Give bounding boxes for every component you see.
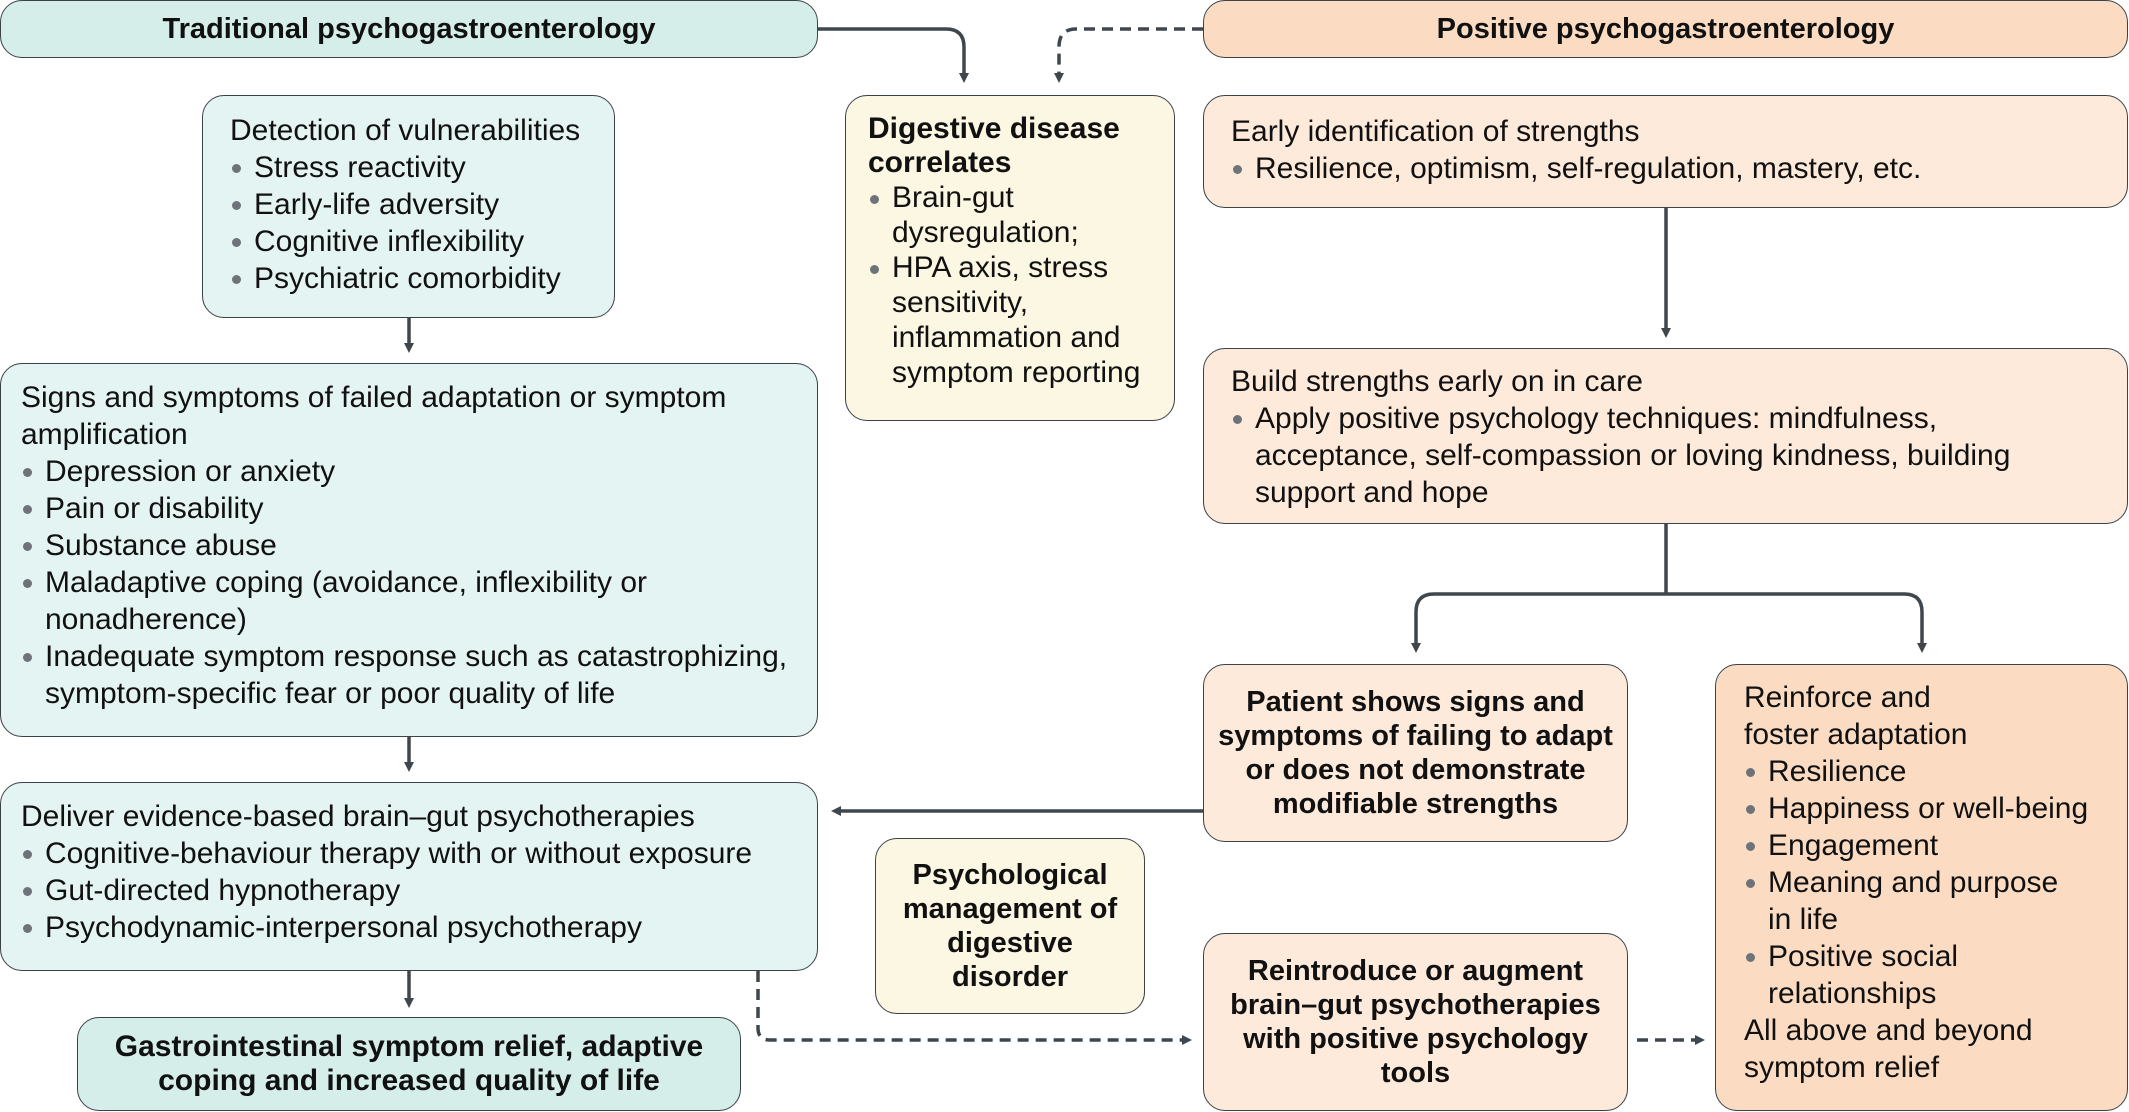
early-identification-title: Early identification of strengths [1231, 115, 1640, 148]
patient-failing-box: Patient shows signs and symptoms of fail… [1203, 664, 1628, 842]
list-item: Resilience [1744, 753, 2099, 790]
psych-management-box: Psychological management of digestive di… [875, 838, 1145, 1014]
arrow-build-to-reinforce [1666, 592, 1927, 653]
gi-relief-text: Gastrointestinal symptom relief, adaptiv… [114, 1030, 704, 1097]
arrow-traditional-to-digestive [818, 27, 969, 83]
arrow-positive-to-digestive [1054, 27, 1203, 83]
list-item: Gut-directed hypnotherapy [21, 872, 797, 909]
gi-relief-box: Gastrointestinal symptom relief, adaptiv… [77, 1017, 741, 1111]
positive-header: Positive psychogastroenterology [1203, 0, 2128, 58]
reintroduce-box: Reintroduce or augment brain–gut psychot… [1203, 933, 1628, 1111]
list-item: Substance abuse [21, 527, 797, 564]
list-item: Early-life adversity [230, 186, 587, 223]
list-item: Maladaptive coping (avoidance, inflexibi… [21, 564, 797, 638]
list-item: Cognitive-behaviour therapy with or with… [21, 835, 797, 872]
list-item: Stress reactivity [230, 149, 587, 186]
traditional-header: Traditional psychogastroenterology [0, 0, 818, 58]
reinforce-box: Reinforce and foster adaptation Resilien… [1715, 664, 2128, 1111]
patient-failing-text: Patient shows signs and symptoms of fail… [1218, 686, 1613, 820]
list-item: Psychiatric comorbidity [230, 260, 587, 297]
build-strengths-box: Build strengths early on in care Apply p… [1203, 348, 2128, 524]
early-identification-box: Early identification of strengths Resili… [1203, 95, 2128, 208]
deliver-list: Cognitive-behaviour therapy with or with… [21, 835, 797, 946]
digestive-title: Digestive disease correlates [868, 112, 1120, 179]
list-item: Happiness or well-being [1744, 790, 2099, 827]
detection-title: Detection of vulnerabilities [230, 114, 581, 147]
digestive-list: Brain-gut dysregulation; HPA axis, stres… [868, 180, 1152, 390]
list-item: Positive social relationships [1744, 938, 2099, 1012]
deliver-title: Deliver evidence-based brain–gut psychot… [21, 800, 695, 833]
list-item: Depression or anxiety [21, 453, 797, 490]
reinforce-footer: All above and beyond symptom relief [1744, 1014, 2033, 1084]
list-item: Apply positive psychology techniques: mi… [1231, 400, 2067, 511]
traditional-header-label: Traditional psychogastroenterology [162, 12, 656, 45]
list-item: HPA axis, stress sensitivity, inflammati… [868, 250, 1152, 390]
list-item: Resilience, optimism, self-regulation, m… [1231, 150, 2100, 187]
build-title: Build strengths early on in care [1231, 365, 1643, 398]
detection-box: Detection of vulnerabilities Stress reac… [202, 95, 615, 318]
list-item: Brain-gut dysregulation; [868, 180, 1152, 250]
reinforce-title: Reinforce and foster adaptation [1744, 681, 1968, 751]
list-item: Inadequate symptom response such as cata… [21, 638, 797, 712]
positive-header-label: Positive psychogastroenterology [1436, 12, 1895, 45]
early-identification-list: Resilience, optimism, self-regulation, m… [1231, 150, 2100, 187]
detection-list: Stress reactivity Early-life adversity C… [230, 149, 587, 297]
list-item: Pain or disability [21, 490, 797, 527]
list-item: Psychodynamic-interpersonal psychotherap… [21, 909, 797, 946]
psych-management-text: Psychological management of digestive di… [902, 859, 1118, 993]
reinforce-list: Resilience Happiness or well-being Engag… [1744, 753, 2099, 1012]
digestive-correlates-box: Digestive disease correlates Brain-gut d… [845, 95, 1175, 421]
signs-list: Depression or anxiety Pain or disability… [21, 453, 797, 712]
reintroduce-text: Reintroduce or augment brain–gut psychot… [1230, 955, 1601, 1089]
list-item: Engagement [1744, 827, 2099, 864]
deliver-psychotherapies-box: Deliver evidence-based brain–gut psychot… [0, 782, 818, 971]
build-list: Apply positive psychology techniques: mi… [1231, 400, 2067, 511]
list-item: Cognitive inflexibility [230, 223, 587, 260]
signs-title: Signs and symptoms of failed adaptation … [21, 381, 727, 451]
list-item: Meaning and purpose in life [1744, 864, 2099, 938]
signs-symptoms-box: Signs and symptoms of failed adaptation … [0, 363, 818, 737]
arrow-build-to-patient [1411, 592, 1666, 653]
